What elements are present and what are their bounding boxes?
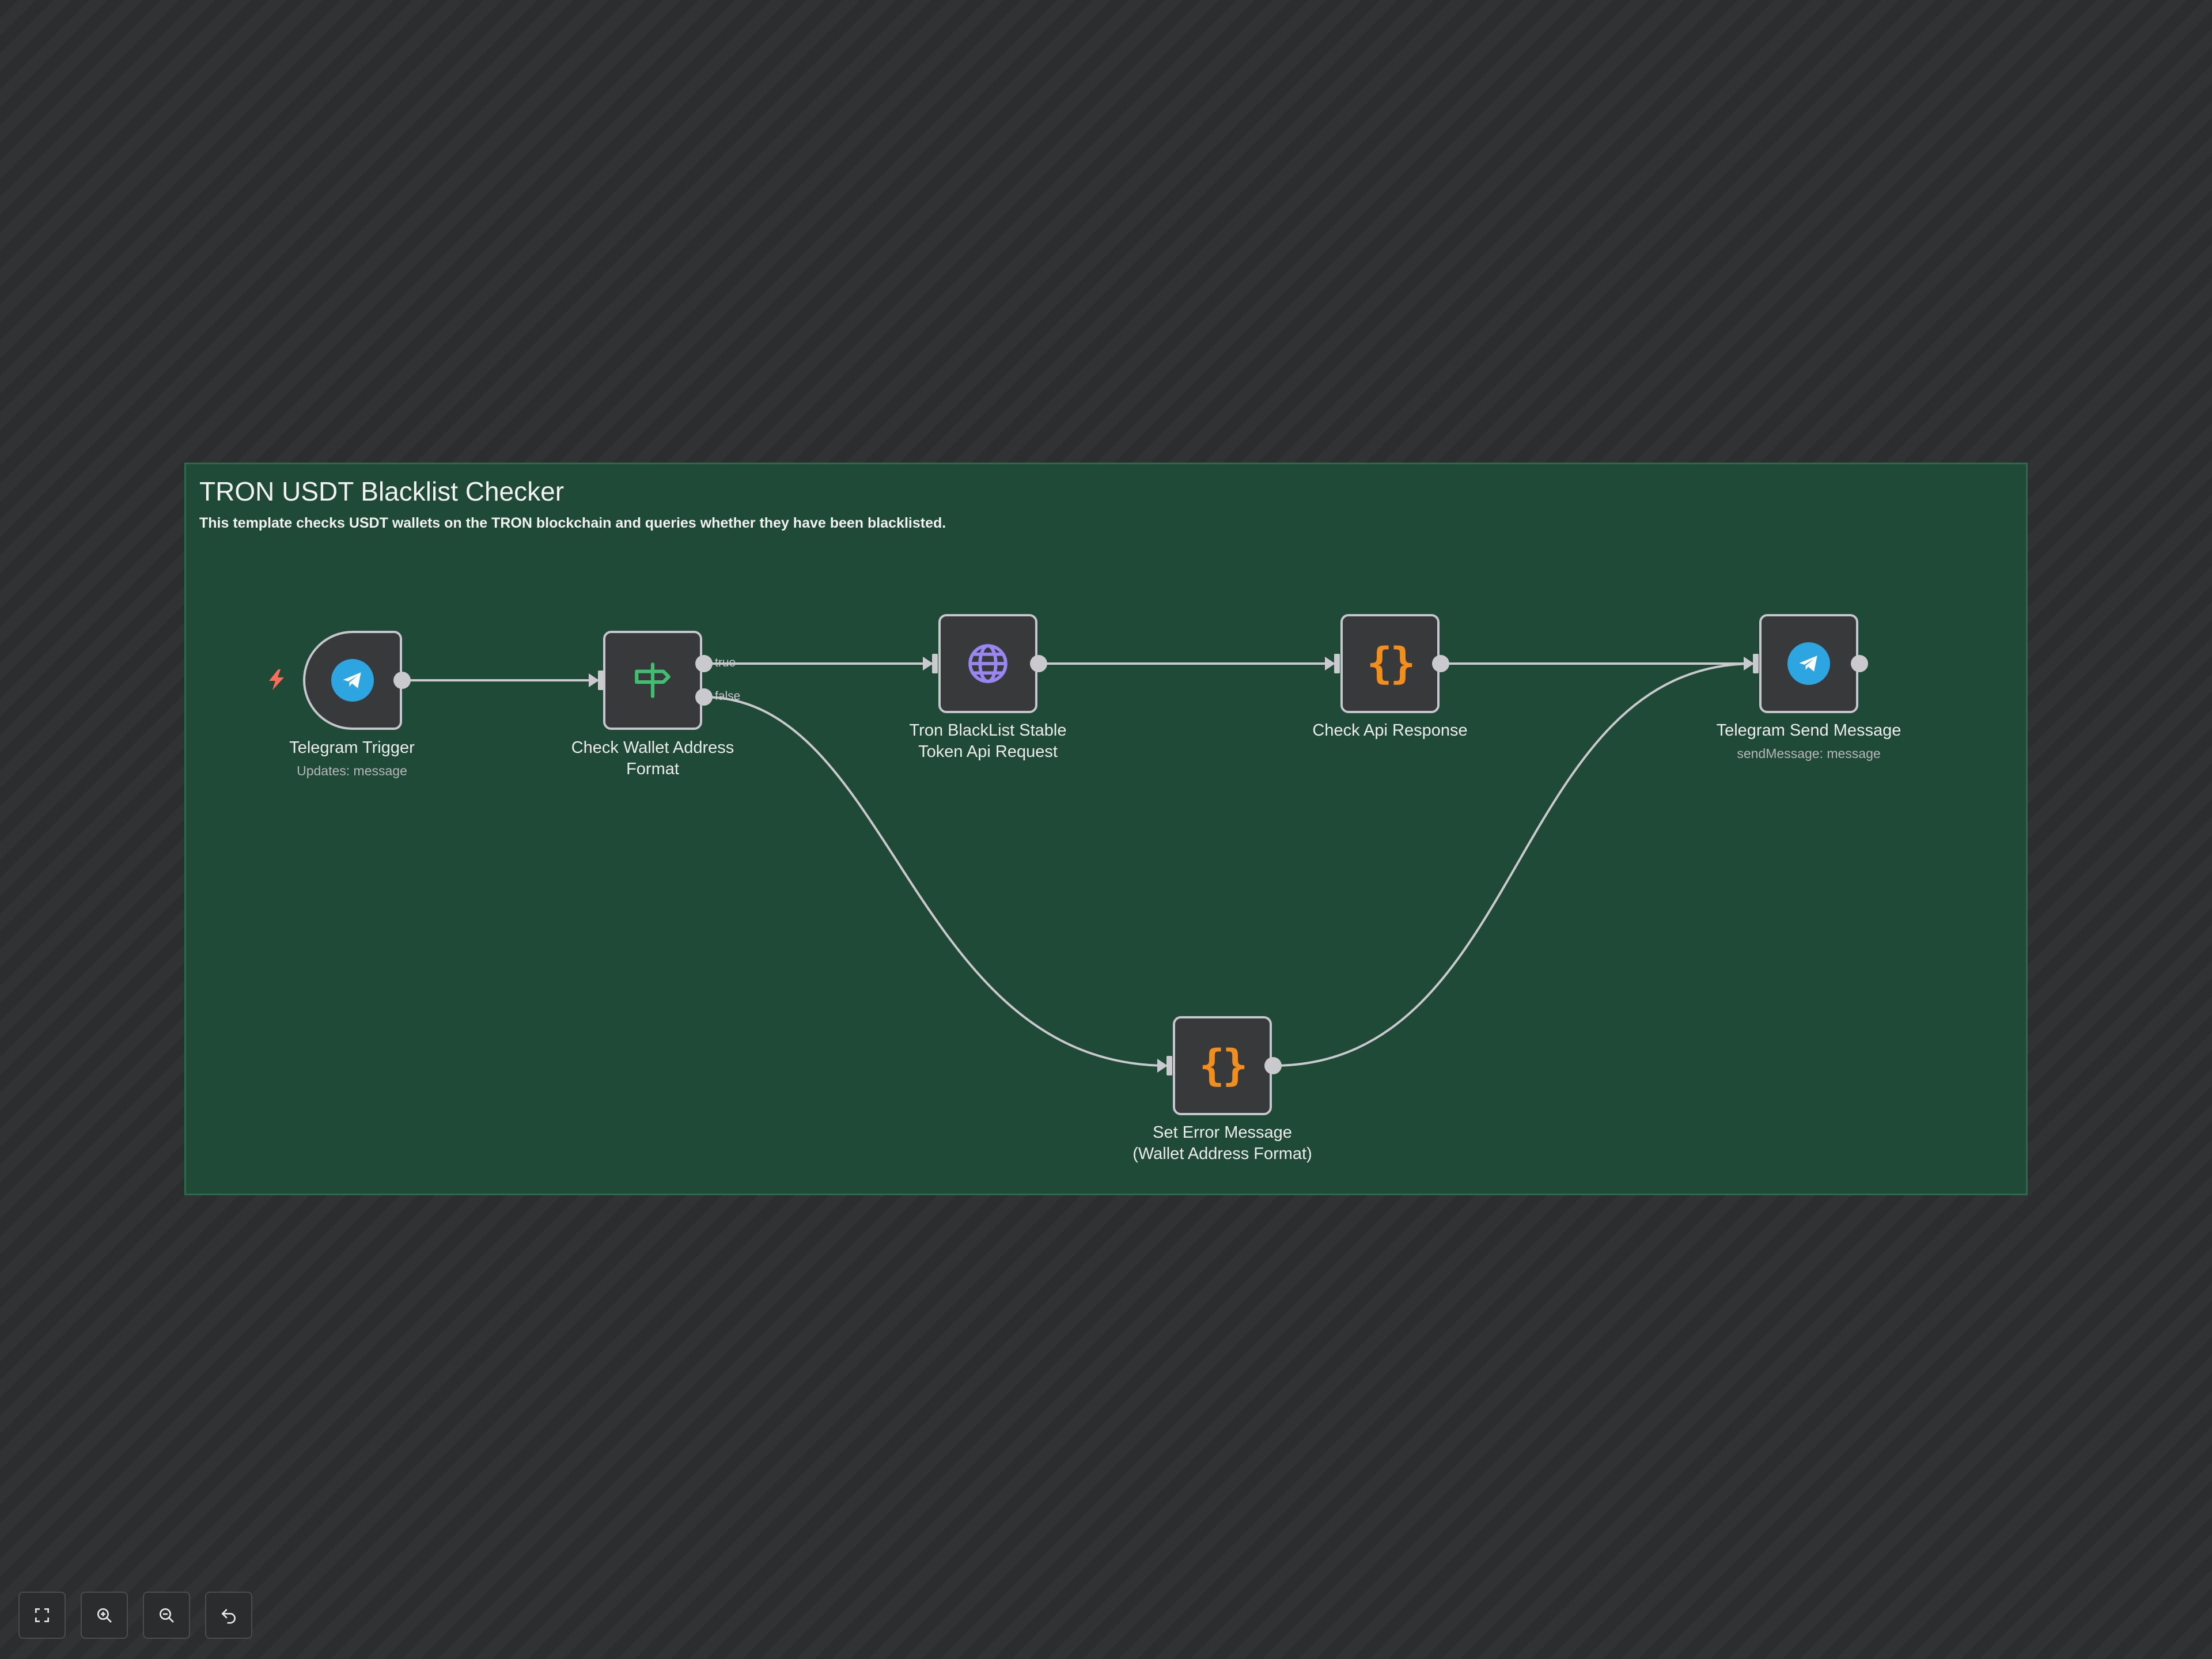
node-check-api-response[interactable]: {}: [1340, 614, 1440, 713]
node-label-tron-request-line1: Tron BlackList Stable: [909, 721, 1067, 740]
input-handle-set-error[interactable]: [1166, 1056, 1172, 1075]
node-label-check-wallet-line1: Check Wallet Address: [571, 738, 734, 757]
node-tron-blacklist-api-request[interactable]: [938, 614, 1037, 713]
port-label-false: false: [715, 690, 741, 703]
output-handle-telegram-send[interactable]: [1851, 655, 1868, 672]
trigger-bolt-icon: [269, 669, 284, 690]
reset-zoom-button[interactable]: [205, 1592, 252, 1639]
fit-view-button[interactable]: [18, 1592, 66, 1639]
sticky-note[interactable]: TRON USDT Blacklist Checker This templat…: [184, 463, 2028, 1195]
node-label-telegram-send: Telegram Send Message: [1716, 721, 1902, 740]
zoom-out-button[interactable]: [143, 1592, 190, 1639]
node-label-check-api: Check Api Response: [1312, 721, 1468, 740]
port-label-true: true: [715, 656, 736, 669]
zoom-out-icon: [160, 1608, 174, 1623]
node-subtitle-telegram-trigger: Updates: message: [297, 763, 407, 778]
node-telegram-trigger[interactable]: [303, 631, 402, 730]
input-handle-check-api[interactable]: [1334, 654, 1340, 673]
node-label-set-error-line1: Set Error Message: [1153, 1123, 1292, 1142]
telegram-icon: [331, 659, 374, 702]
fit-view-icon: [35, 1608, 49, 1622]
output-handle-check-api[interactable]: [1432, 655, 1449, 672]
node-telegram-send-message[interactable]: [1759, 614, 1858, 713]
node-label-check-wallet: Check Wallet Address Format: [532, 737, 774, 780]
output-handle-set-error[interactable]: [1264, 1057, 1282, 1074]
node-label-tron-request-line2: Token Api Request: [918, 743, 1058, 761]
code-braces-icon: {}: [1199, 1041, 1248, 1090]
sticky-description: This template checks USDT wallets on the…: [199, 515, 946, 531]
node-label-telegram-trigger: Telegram Trigger: [289, 738, 415, 757]
output-handle-true-check-wallet[interactable]: [695, 655, 713, 672]
node-set-error-message[interactable]: {}: [1173, 1016, 1272, 1115]
globe-icon: [968, 644, 1007, 683]
output-handle-telegram-trigger[interactable]: [393, 672, 411, 689]
node-check-wallet-address-format[interactable]: [603, 631, 702, 730]
code-braces-icon: {}: [1366, 639, 1415, 688]
node-label-set-error: Set Error Message (Wallet Address Format…: [1101, 1122, 1343, 1165]
reset-zoom-icon: [221, 1609, 236, 1624]
input-handle-tron-request[interactable]: [932, 654, 938, 673]
telegram-icon: [1787, 642, 1830, 685]
node-label-set-error-line2: (Wallet Address Format): [1132, 1145, 1312, 1163]
output-handle-tron-request[interactable]: [1030, 655, 1047, 672]
node-label-check-wallet-line2: Format: [626, 760, 679, 778]
output-handle-false-check-wallet[interactable]: [695, 688, 713, 706]
input-handle-telegram-send[interactable]: [1753, 654, 1759, 673]
zoom-in-button[interactable]: [81, 1592, 128, 1639]
input-handle-check-wallet[interactable]: [598, 671, 604, 690]
node-subtitle-telegram-send: sendMessage: message: [1737, 746, 1881, 761]
node-label-tron-request: Tron BlackList Stable Token Api Request: [867, 720, 1109, 763]
zoom-in-icon: [97, 1608, 112, 1623]
signpost-icon: [635, 662, 671, 698]
sticky-title: TRON USDT Blacklist Checker: [199, 476, 565, 506]
